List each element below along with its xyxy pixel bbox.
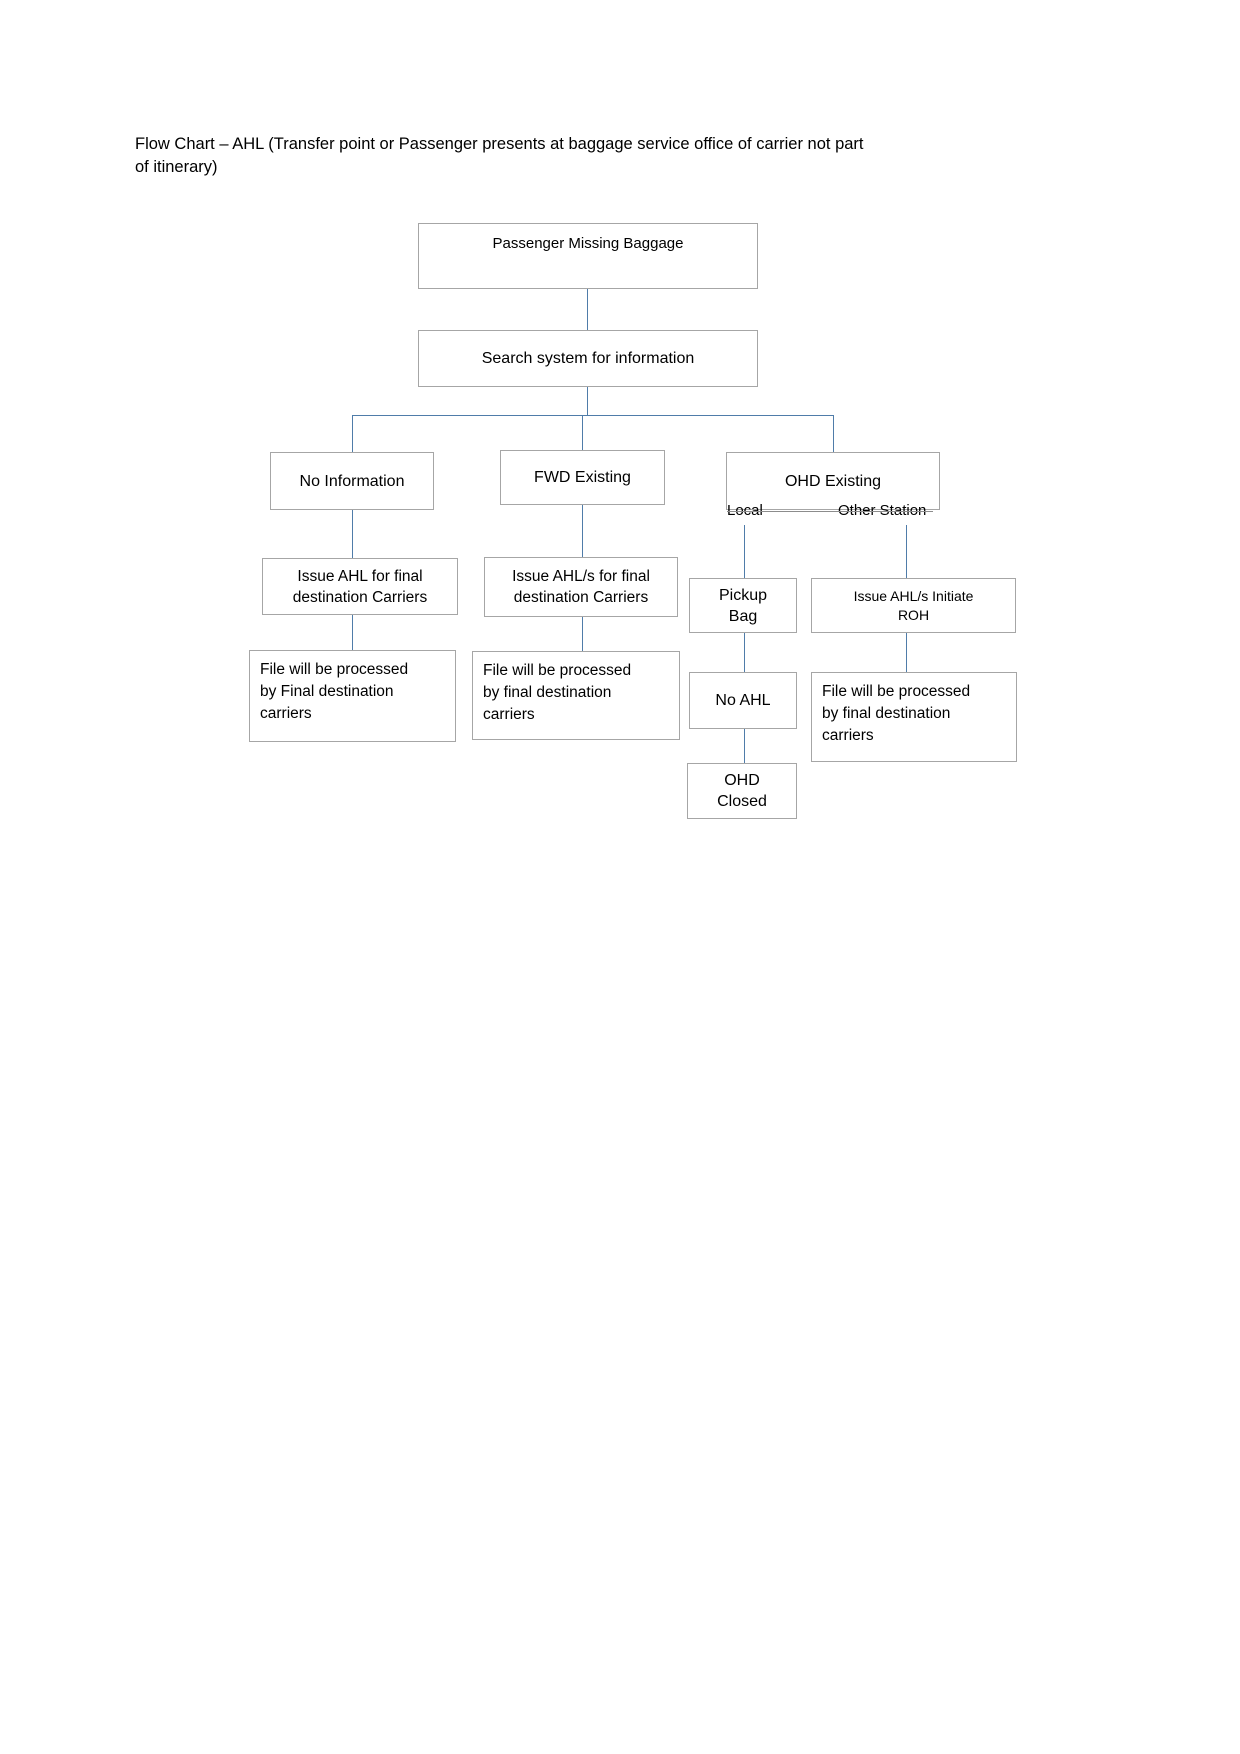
connector-issue-ahl-roh-to-file: [906, 633, 907, 672]
node-issue-ahl-no-info: Issue AHL for final destination Carriers: [262, 558, 458, 615]
connector-search-to-split: [587, 387, 588, 415]
connector-no-ahl-to-ohd-closed: [744, 729, 745, 763]
node-issue-ahl-fwd: Issue AHL/s for final destination Carrie…: [484, 557, 678, 617]
node-ohd-closed: OHD Closed: [687, 763, 797, 819]
connector-split-to-fwd-existing: [582, 415, 583, 450]
label-other-station: Other Station: [838, 502, 927, 519]
connector-split-to-no-information: [352, 415, 353, 452]
connector-local-other-station: [727, 511, 933, 512]
node-no-information: No Information: [270, 452, 434, 510]
node-search-system: Search system for information: [418, 330, 758, 387]
node-issue-ahl-roh: Issue AHL/s Initiate ROH: [811, 578, 1016, 633]
node-file-processed-no-info: File will be processed by Final destinat…: [249, 650, 456, 742]
connector-no-information-to-issue-ahl: [352, 510, 353, 558]
connector-pickup-bag-to-no-ahl: [744, 633, 745, 672]
connector-issue-ahl-to-file-fwd: [582, 617, 583, 651]
node-no-ahl: No AHL: [689, 672, 797, 729]
node-ohd-existing: OHD Existing: [726, 452, 940, 510]
connector-split-horizontal: [352, 415, 833, 416]
connector-start-to-search: [587, 289, 588, 330]
node-file-processed-fwd: File will be processed by final destinat…: [472, 651, 680, 740]
node-file-processed-roh: File will be processed by final destinat…: [811, 672, 1017, 762]
node-pickup-bag: Pickup Bag: [689, 578, 797, 633]
connector-split-to-ohd-existing: [833, 415, 834, 452]
label-local: Local: [727, 502, 763, 519]
connector-local-to-pickup-bag: [744, 525, 745, 578]
connector-other-station-to-issue-ahl-roh: [906, 525, 907, 578]
connector-issue-ahl-to-file-no-info: [352, 615, 353, 650]
page-title: Flow Chart – AHL (Transfer point or Pass…: [135, 135, 864, 176]
node-passenger-missing-baggage: Passenger Missing Baggage: [418, 223, 758, 289]
node-fwd-existing: FWD Existing: [500, 450, 665, 505]
connector-fwd-to-issue-ahl: [582, 505, 583, 557]
